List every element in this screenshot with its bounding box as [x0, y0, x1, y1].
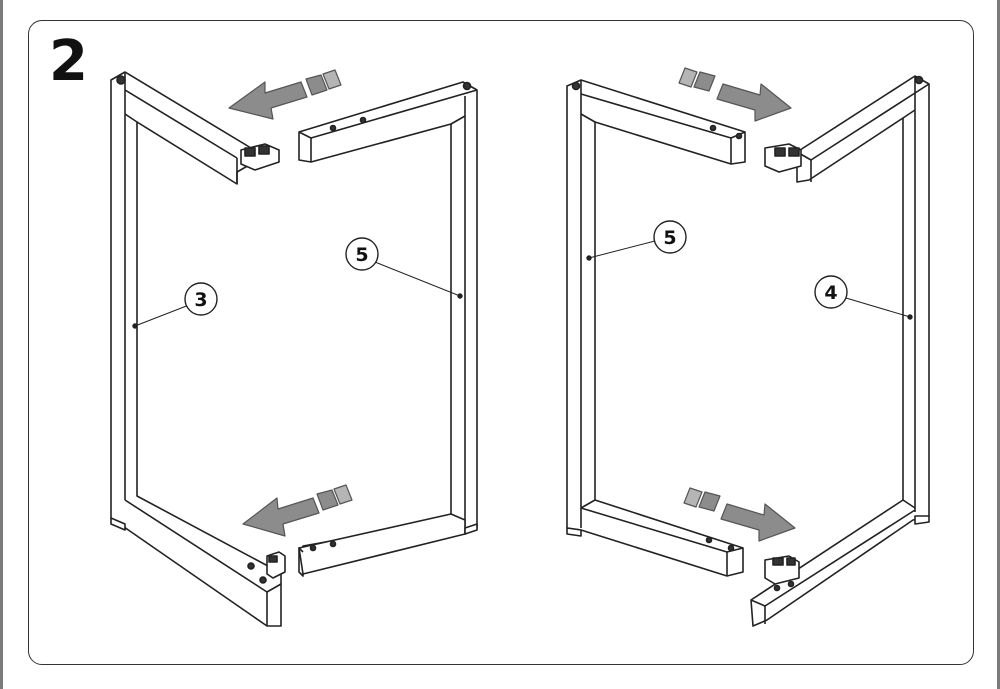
right-bottom-bracket — [764, 555, 800, 592]
assembly-arrow-right-bottom-icon — [683, 487, 796, 542]
callout-label-3: 3 — [194, 289, 207, 311]
step-number: 2 — [49, 29, 88, 94]
callout-leader-5-left — [374, 261, 461, 297]
callout-leader-4 — [845, 297, 911, 318]
left-bottom-bracket — [247, 551, 286, 584]
right-leg-frame-part-4 — [750, 75, 930, 627]
left-top-bracket — [116, 75, 280, 171]
assembly-diagram: 3 5 5 4 — [110, 67, 930, 627]
right-top-bracket — [764, 143, 802, 173]
instruction-panel — [28, 20, 974, 665]
assembly-arrow-left-top-icon — [228, 69, 342, 120]
callout-circle-4-icon — [814, 275, 848, 309]
assembly-arrow-right-top-icon — [678, 67, 792, 122]
callout-circle-5-right-icon — [653, 220, 687, 254]
assembly-arrow-left-bottom-icon — [242, 484, 353, 537]
callout-leader-5-right — [588, 240, 656, 259]
callout-label-4: 4 — [824, 282, 837, 304]
callout-circle-3-icon — [184, 282, 218, 316]
right-rail-frame-part-5 — [566, 79, 746, 577]
callout-label-5-right: 5 — [663, 227, 676, 249]
callout-leader-3 — [134, 304, 190, 327]
callout-label-5-left: 5 — [355, 244, 368, 266]
left-rail-frame-part-5 — [298, 81, 478, 577]
callout-circle-5-left-icon — [345, 237, 379, 271]
